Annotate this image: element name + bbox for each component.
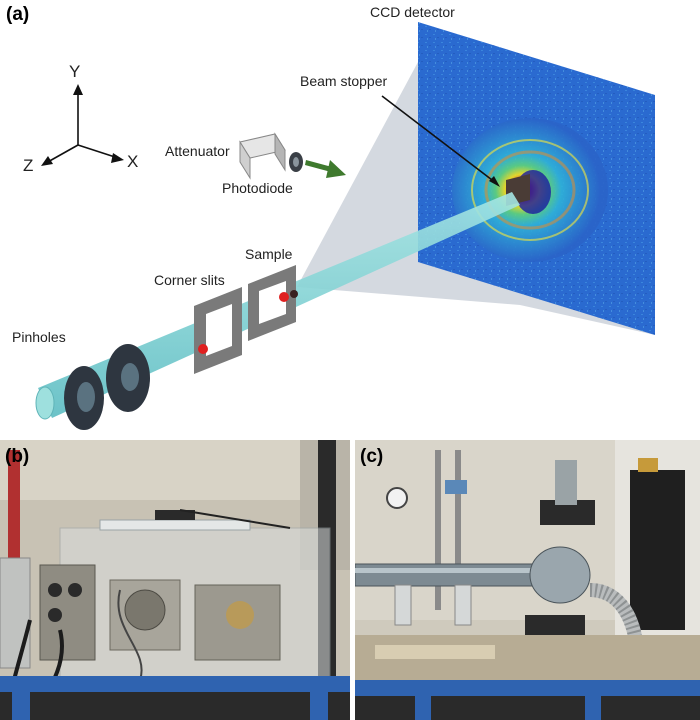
sample-label: Sample (245, 246, 293, 262)
ccd-detector-label: CCD detector (370, 4, 455, 20)
axis-z-label: Z (23, 156, 34, 175)
slit-marker (198, 344, 208, 354)
beam-stopper-pointer (381, 95, 497, 184)
attenuator (239, 132, 286, 180)
green-arrow-icon (305, 160, 346, 178)
photodiode (289, 152, 303, 172)
beam-stopper-label: Beam stopper (300, 73, 388, 89)
photodiode-label: Photodiode (222, 180, 293, 196)
axis-x-label: X (127, 152, 139, 171)
pinholes (64, 344, 150, 430)
attenuator-label: Attenuator (165, 143, 230, 159)
panel-letter-a: (a) (6, 4, 30, 25)
corner-slits-label: Corner slits (154, 272, 225, 288)
schematic-svg (35, 22, 655, 430)
panel-letter-b: (b) (5, 446, 30, 467)
pinholes-label: Pinholes (12, 329, 66, 345)
photo-c-illustration (355, 440, 700, 720)
schematic-panel-a: (a) CCD detector Beam stopper Attenuator… (6, 4, 655, 430)
panel-letter-c: (c) (360, 446, 384, 467)
photo-b-illustration (0, 440, 350, 720)
photo-panel-b: (b) (0, 440, 350, 720)
sample-marker (279, 292, 289, 302)
axis-y-label: Y (69, 62, 81, 81)
photo-panel-c: (c) (355, 440, 700, 720)
ccd-detector (418, 22, 655, 335)
sample-frame (248, 265, 298, 341)
coordinate-axes (41, 84, 124, 166)
corner-slits (194, 287, 242, 374)
